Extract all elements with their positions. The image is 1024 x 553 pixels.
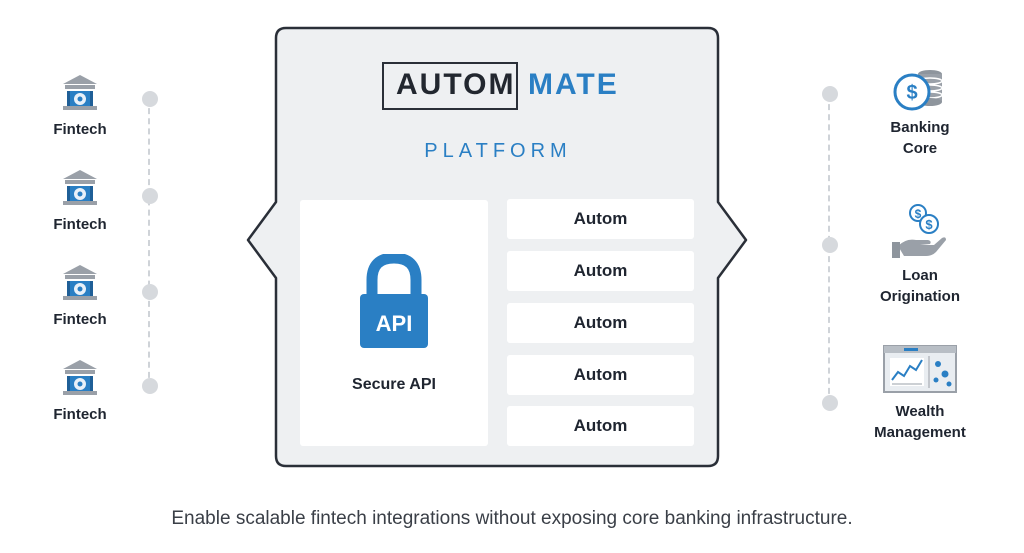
core-connector-dot [822, 237, 838, 253]
bank-gear-icon [40, 262, 120, 307]
fintech-label: Fintech [53, 216, 107, 233]
loan-origination-label-line1: Loan [902, 267, 938, 284]
autom-item: Autom [507, 406, 694, 446]
svg-text:$: $ [925, 217, 933, 232]
padlock-icon: API [360, 254, 428, 348]
fintech-item: Fintech [40, 167, 120, 233]
logo-word-mate: MATE [528, 68, 619, 101]
fintech-connector-dot [142, 91, 158, 107]
wealth-management-label-line2: Management [874, 424, 966, 441]
fintech-connector-dot [142, 188, 158, 204]
fintech-item: Fintech [40, 262, 120, 328]
fintech-label: Fintech [53, 406, 107, 423]
banking-core-label-line1: Banking [890, 119, 950, 136]
svg-text:$: $ [915, 207, 922, 221]
hand-coins-icon: $ $ [860, 202, 980, 265]
bank-gear-icon [40, 357, 120, 402]
api-badge-text: API [376, 311, 413, 336]
banking-core-item: $ Banking Core [860, 66, 980, 159]
fintech-item: Fintech [40, 72, 120, 138]
fintech-connector-line [148, 98, 150, 388]
bank-gear-icon [40, 167, 120, 212]
core-connector-dot [822, 395, 838, 411]
fintech-item: Fintech [40, 357, 120, 423]
fintech-label: Fintech [53, 121, 107, 138]
bank-gear-icon [40, 72, 120, 117]
autom-item: Autom [507, 251, 694, 291]
secure-api-panel: API Secure API [300, 200, 488, 446]
loan-origination-label-line2: Origination [880, 288, 960, 305]
wealth-management-item: Wealth Management [860, 344, 980, 443]
loan-origination-item: $ $ Loan Origination [860, 202, 980, 307]
coin-stack-icon: $ [860, 66, 980, 117]
fintech-label: Fintech [53, 311, 107, 328]
wealth-management-label-line1: Wealth [895, 403, 945, 420]
logo-word-autom: AUTOM [396, 68, 516, 101]
automate-logo: AUTOM MATE [382, 62, 622, 112]
diagram-caption: Enable scalable fintech integrations wit… [171, 508, 853, 529]
autom-item: Autom [507, 303, 694, 343]
dashboard-chart-icon [860, 344, 980, 401]
fintech-connector-dot [142, 284, 158, 300]
logo-frame [382, 62, 518, 110]
autom-item: Autom [507, 199, 694, 239]
logo-divider [516, 62, 518, 110]
secure-api-label: Secure API [352, 376, 436, 393]
banking-core-label-line2: Core [902, 140, 938, 157]
svg-text:$: $ [906, 82, 917, 104]
core-connector-dot [822, 86, 838, 102]
autom-item: Autom [507, 355, 694, 395]
platform-subtitle: PLATFORM [424, 140, 572, 162]
fintech-connector-dot [142, 378, 158, 394]
